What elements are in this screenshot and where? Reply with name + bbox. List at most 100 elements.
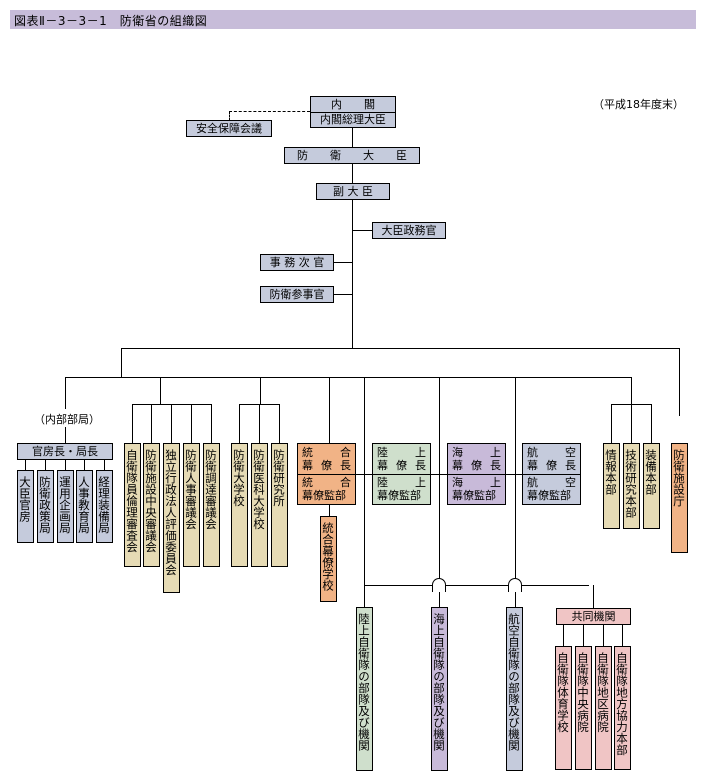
school-box: 防衛研究所 bbox=[271, 443, 288, 567]
staff-label: 幕僚監部 bbox=[377, 489, 421, 503]
connector bbox=[25, 460, 26, 470]
staff-label: 僚 bbox=[471, 458, 482, 472]
date-note: （平成18年度末） bbox=[593, 98, 684, 111]
dashed-connector bbox=[229, 111, 230, 121]
staff-label: 幕僚監部 bbox=[302, 489, 346, 503]
connector bbox=[65, 460, 66, 470]
connector bbox=[329, 505, 330, 517]
air-staff-box: 航空幕僚長 航空幕僚監部 bbox=[522, 443, 581, 505]
connector bbox=[151, 404, 152, 444]
bureau-head-box: 官房長・局長 bbox=[17, 443, 113, 460]
staff-label: 長 bbox=[415, 458, 426, 472]
connector bbox=[563, 625, 564, 647]
staff-label: 海 bbox=[452, 445, 463, 459]
connector bbox=[239, 404, 240, 444]
connector bbox=[611, 404, 612, 444]
connector bbox=[121, 348, 122, 377]
staff-label: 合 bbox=[340, 476, 351, 490]
connector bbox=[583, 625, 584, 647]
cabinet-label: 内 閣 bbox=[331, 97, 375, 111]
connector bbox=[506, 474, 522, 475]
staff-label: 幕僚監部 bbox=[452, 489, 496, 503]
staff-label: 幕 bbox=[452, 458, 463, 472]
connector bbox=[45, 460, 46, 470]
headquarters-box: 技術研究本部 bbox=[623, 443, 640, 529]
dashed-connector bbox=[229, 111, 310, 112]
connector bbox=[260, 377, 261, 404]
figure-title: 図表Ⅱ－3－3－1 防衛省の組織図 bbox=[14, 14, 208, 28]
connector bbox=[104, 460, 105, 470]
council-box: 防衛施設中央審議会 bbox=[143, 443, 160, 567]
connector bbox=[631, 404, 632, 444]
connector bbox=[364, 377, 365, 585]
staff-label: 空 bbox=[565, 445, 576, 459]
connector bbox=[364, 585, 365, 609]
joint-organizations-box: 共同機関 bbox=[556, 608, 631, 625]
staff-label: 統 bbox=[302, 445, 313, 459]
staff-label: 航 bbox=[527, 445, 538, 459]
staff-label: 上 bbox=[415, 476, 426, 490]
connector bbox=[191, 404, 192, 444]
connector bbox=[603, 625, 604, 647]
air-forces-box: 航空自衛隊の部隊及び機関 bbox=[506, 607, 523, 771]
security-council-box: 安全保障会議 bbox=[186, 120, 272, 137]
connector bbox=[211, 404, 212, 444]
bureau-box: 運用企画局 bbox=[57, 470, 74, 543]
connector bbox=[65, 425, 66, 443]
joint-staff-box: 統合幕僚長 統合幕僚監部 bbox=[297, 443, 356, 505]
joint-organization-box: 自衛隊地区病院 bbox=[595, 646, 612, 770]
connector bbox=[329, 377, 330, 443]
connector bbox=[334, 262, 352, 263]
joint-organization-box: 自衛隊中央病院 bbox=[575, 646, 592, 770]
connector bbox=[651, 404, 652, 444]
headquarters-box: 情報本部 bbox=[603, 443, 620, 529]
connector bbox=[431, 474, 447, 475]
connector bbox=[121, 348, 680, 349]
bureau-box: 大臣官房 bbox=[17, 470, 34, 543]
maritime-staff-box: 海上幕僚長 海上幕僚監部 bbox=[447, 443, 506, 505]
minister-box: 防 衛 大 臣 bbox=[284, 147, 420, 164]
connector bbox=[171, 404, 172, 444]
parliamentary-secretary-box: 大臣政務官 bbox=[372, 222, 446, 239]
staff-label: 上 bbox=[490, 445, 501, 459]
connector bbox=[364, 585, 589, 586]
connector bbox=[352, 127, 353, 348]
staff-label: 幕 bbox=[377, 458, 388, 472]
staff-label: 上 bbox=[490, 476, 501, 490]
staff-label: 長 bbox=[340, 458, 351, 472]
connector bbox=[279, 404, 280, 444]
staff-label: 僚 bbox=[546, 458, 557, 472]
title-bar: 図表Ⅱ－3－3－1 防衛省の組織図 bbox=[10, 10, 696, 29]
connector bbox=[334, 294, 352, 295]
council-box: 防衛調達審議会 bbox=[203, 443, 220, 567]
line-crossing-hop bbox=[432, 578, 446, 592]
staff-label: 航 bbox=[527, 476, 538, 490]
ground-forces-box: 陸上自衛隊の部隊及び機関 bbox=[356, 607, 373, 771]
headquarters-box: 装備本部 bbox=[643, 443, 660, 529]
bureau-box: 防衛政策局 bbox=[37, 470, 54, 543]
cabinet-box: 内 閣 内閣総理大臣 bbox=[310, 96, 396, 128]
facilities-agency-box: 防衛施設庁 bbox=[671, 443, 688, 553]
council-box: 自衛隊員倫理審査会 bbox=[124, 443, 141, 567]
staff-label: 長 bbox=[490, 458, 501, 472]
connector bbox=[259, 404, 260, 444]
ground-staff-box: 陸上幕僚長 陸上幕僚監部 bbox=[372, 443, 431, 505]
staff-label: 僚 bbox=[321, 458, 332, 472]
line-crossing-hop bbox=[508, 578, 522, 592]
staff-label: 幕僚監部 bbox=[527, 489, 571, 503]
connector bbox=[439, 377, 440, 607]
council-box: 独立行政法人評価委員会 bbox=[163, 443, 180, 593]
councilors-box: 防衛参事官 bbox=[260, 286, 334, 303]
connector bbox=[352, 230, 372, 231]
staff-label: 統 bbox=[302, 476, 313, 490]
connector bbox=[515, 377, 516, 607]
council-box: 防衛人事審議会 bbox=[183, 443, 200, 567]
staff-label: 海 bbox=[452, 476, 463, 490]
connector bbox=[160, 377, 161, 404]
connector bbox=[65, 377, 632, 378]
staff-label: 幕 bbox=[527, 458, 538, 472]
staff-label: 長 bbox=[565, 458, 576, 472]
bureau-box: 経理装備局 bbox=[96, 470, 113, 543]
senior-vice-minister-box: 副 大 臣 bbox=[316, 183, 390, 200]
connector bbox=[84, 460, 85, 470]
